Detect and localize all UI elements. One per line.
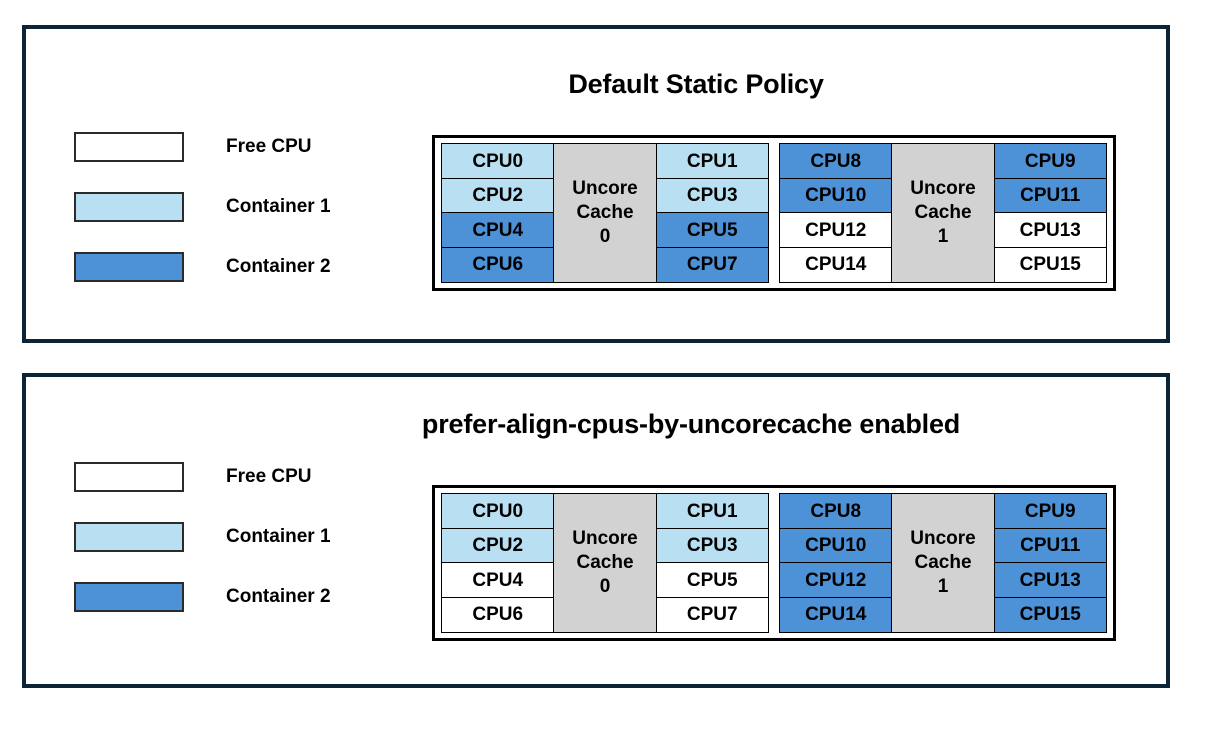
cpu-column-right-0: CPU1 CPU3 CPU5 CPU7 <box>655 493 769 633</box>
uncore-cache-box-1: Uncore Cache 1 <box>891 493 995 633</box>
uncore-cache-label-line3: 0 <box>599 226 611 248</box>
cpu-column-left-1: CPU8 CPU10 CPU12 CPU14 <box>779 143 893 283</box>
cpu-column-left-1: CPU8 CPU10 CPU12 CPU14 <box>779 493 893 633</box>
legend-swatch-container-1 <box>74 522 184 552</box>
cpu-cell: CPU3 <box>655 177 769 214</box>
cpu-cell: CPU10 <box>779 177 893 214</box>
cpu-cell: CPU0 <box>441 493 555 530</box>
cpu-cell: CPU3 <box>655 527 769 564</box>
cache-group-0: CPU0 CPU2 CPU4 CPU6 Uncore Cache 0 CPU1 … <box>441 143 769 283</box>
uncore-cache-box-0: Uncore Cache 0 <box>553 493 657 633</box>
cpu-cell: CPU12 <box>779 562 893 599</box>
uncore-cache-label-line2: Cache <box>914 551 972 573</box>
legend-label-container-1: Container 1 <box>226 526 331 547</box>
uncore-cache-label-line3: 1 <box>937 576 949 598</box>
cache-group-1: CPU8 CPU10 CPU12 CPU14 Uncore Cache 1 CP… <box>779 143 1107 283</box>
legend-label-free-cpu: Free CPU <box>226 136 312 157</box>
cpu-cell: CPU0 <box>441 143 555 180</box>
legend-swatch-free-cpu <box>74 462 184 492</box>
legend-item-container-2: Container 2 <box>74 249 331 285</box>
page-title: prefer-align-cpus-by-uncorecache enabled <box>421 409 961 439</box>
uncore-cache-label-line3: 0 <box>599 576 611 598</box>
uncore-cache-box-1: Uncore Cache 1 <box>891 143 995 283</box>
legend-bottom: Free CPU Container 1 Container 2 <box>74 459 331 615</box>
cpu-cell: CPU8 <box>779 143 893 180</box>
cpu-cell: CPU15 <box>993 596 1107 633</box>
cpu-column-right-1: CPU9 CPU11 CPU13 CPU15 <box>993 493 1107 633</box>
panel-default-static-policy: Default Static Policy Free CPU Container… <box>22 25 1170 343</box>
panel-prefer-align-cpus-by-uncorecache: prefer-align-cpus-by-uncorecache enabled… <box>22 373 1170 688</box>
cpu-column-right-1: CPU9 CPU11 CPU13 CPU15 <box>993 143 1107 283</box>
legend-item-container-1: Container 1 <box>74 519 331 555</box>
legend-label-container-1: Container 1 <box>226 196 331 217</box>
legend-top: Free CPU Container 1 Container 2 <box>74 129 331 285</box>
cpu-column-left-0: CPU0 CPU2 CPU4 CPU6 <box>441 143 555 283</box>
uncore-cache-box-0: Uncore Cache 0 <box>553 143 657 283</box>
cpu-cell: CPU4 <box>441 212 555 249</box>
legend-label-container-2: Container 2 <box>226 256 331 277</box>
cpu-cell: CPU13 <box>993 562 1107 599</box>
cpu-column-left-0: CPU0 CPU2 CPU4 CPU6 <box>441 493 555 633</box>
cpu-cell: CPU14 <box>779 596 893 633</box>
cpu-cell: CPU11 <box>993 527 1107 564</box>
uncore-cache-label-line1: Uncore <box>572 527 638 549</box>
legend-swatch-container-2 <box>74 582 184 612</box>
cpu-topology-diagram: CPU0 CPU2 CPU4 CPU6 Uncore Cache 0 CPU1 … <box>432 135 1116 291</box>
cpu-cell: CPU11 <box>993 177 1107 214</box>
legend-item-free-cpu: Free CPU <box>74 459 331 495</box>
cpu-cell: CPU2 <box>441 527 555 564</box>
cpu-cell: CPU6 <box>441 596 555 633</box>
uncore-cache-label-line2: Cache <box>576 551 634 573</box>
uncore-cache-label-line2: Cache <box>914 201 972 223</box>
cpu-cell: CPU7 <box>655 596 769 633</box>
cpu-cell: CPU8 <box>779 493 893 530</box>
cpu-cell: CPU5 <box>655 212 769 249</box>
cpu-column-right-0: CPU1 CPU3 CPU5 CPU7 <box>655 143 769 283</box>
legend-swatch-container-2 <box>74 252 184 282</box>
legend-label-container-2: Container 2 <box>226 586 331 607</box>
legend-label-free-cpu: Free CPU <box>226 466 312 487</box>
cpu-cell: CPU14 <box>779 246 893 283</box>
uncore-cache-label-line1: Uncore <box>572 177 638 199</box>
legend-swatch-container-1 <box>74 192 184 222</box>
cpu-cell: CPU2 <box>441 177 555 214</box>
legend-item-container-1: Container 1 <box>74 189 331 225</box>
cpu-cell: CPU1 <box>655 143 769 180</box>
cpu-cell: CPU6 <box>441 246 555 283</box>
legend-item-container-2: Container 2 <box>74 579 331 615</box>
cpu-cell: CPU13 <box>993 212 1107 249</box>
uncore-cache-label-line1: Uncore <box>910 527 976 549</box>
cpu-cell: CPU4 <box>441 562 555 599</box>
cache-group-0: CPU0 CPU2 CPU4 CPU6 Uncore Cache 0 CPU1 … <box>441 493 769 633</box>
cpu-cell: CPU10 <box>779 527 893 564</box>
legend-item-free-cpu: Free CPU <box>74 129 331 165</box>
cpu-cell: CPU7 <box>655 246 769 283</box>
cpu-cell: CPU9 <box>993 493 1107 530</box>
cache-group-1: CPU8 CPU10 CPU12 CPU14 Uncore Cache 1 CP… <box>779 493 1107 633</box>
uncore-cache-label-line1: Uncore <box>910 177 976 199</box>
page-title: Default Static Policy <box>568 69 824 99</box>
uncore-cache-label-line3: 1 <box>937 226 949 248</box>
cpu-cell: CPU9 <box>993 143 1107 180</box>
cpu-cell: CPU1 <box>655 493 769 530</box>
cpu-cell: CPU15 <box>993 246 1107 283</box>
legend-swatch-free-cpu <box>74 132 184 162</box>
uncore-cache-label-line2: Cache <box>576 201 634 223</box>
cpu-cell: CPU5 <box>655 562 769 599</box>
cpu-cell: CPU12 <box>779 212 893 249</box>
cpu-topology-diagram: CPU0 CPU2 CPU4 CPU6 Uncore Cache 0 CPU1 … <box>432 485 1116 641</box>
